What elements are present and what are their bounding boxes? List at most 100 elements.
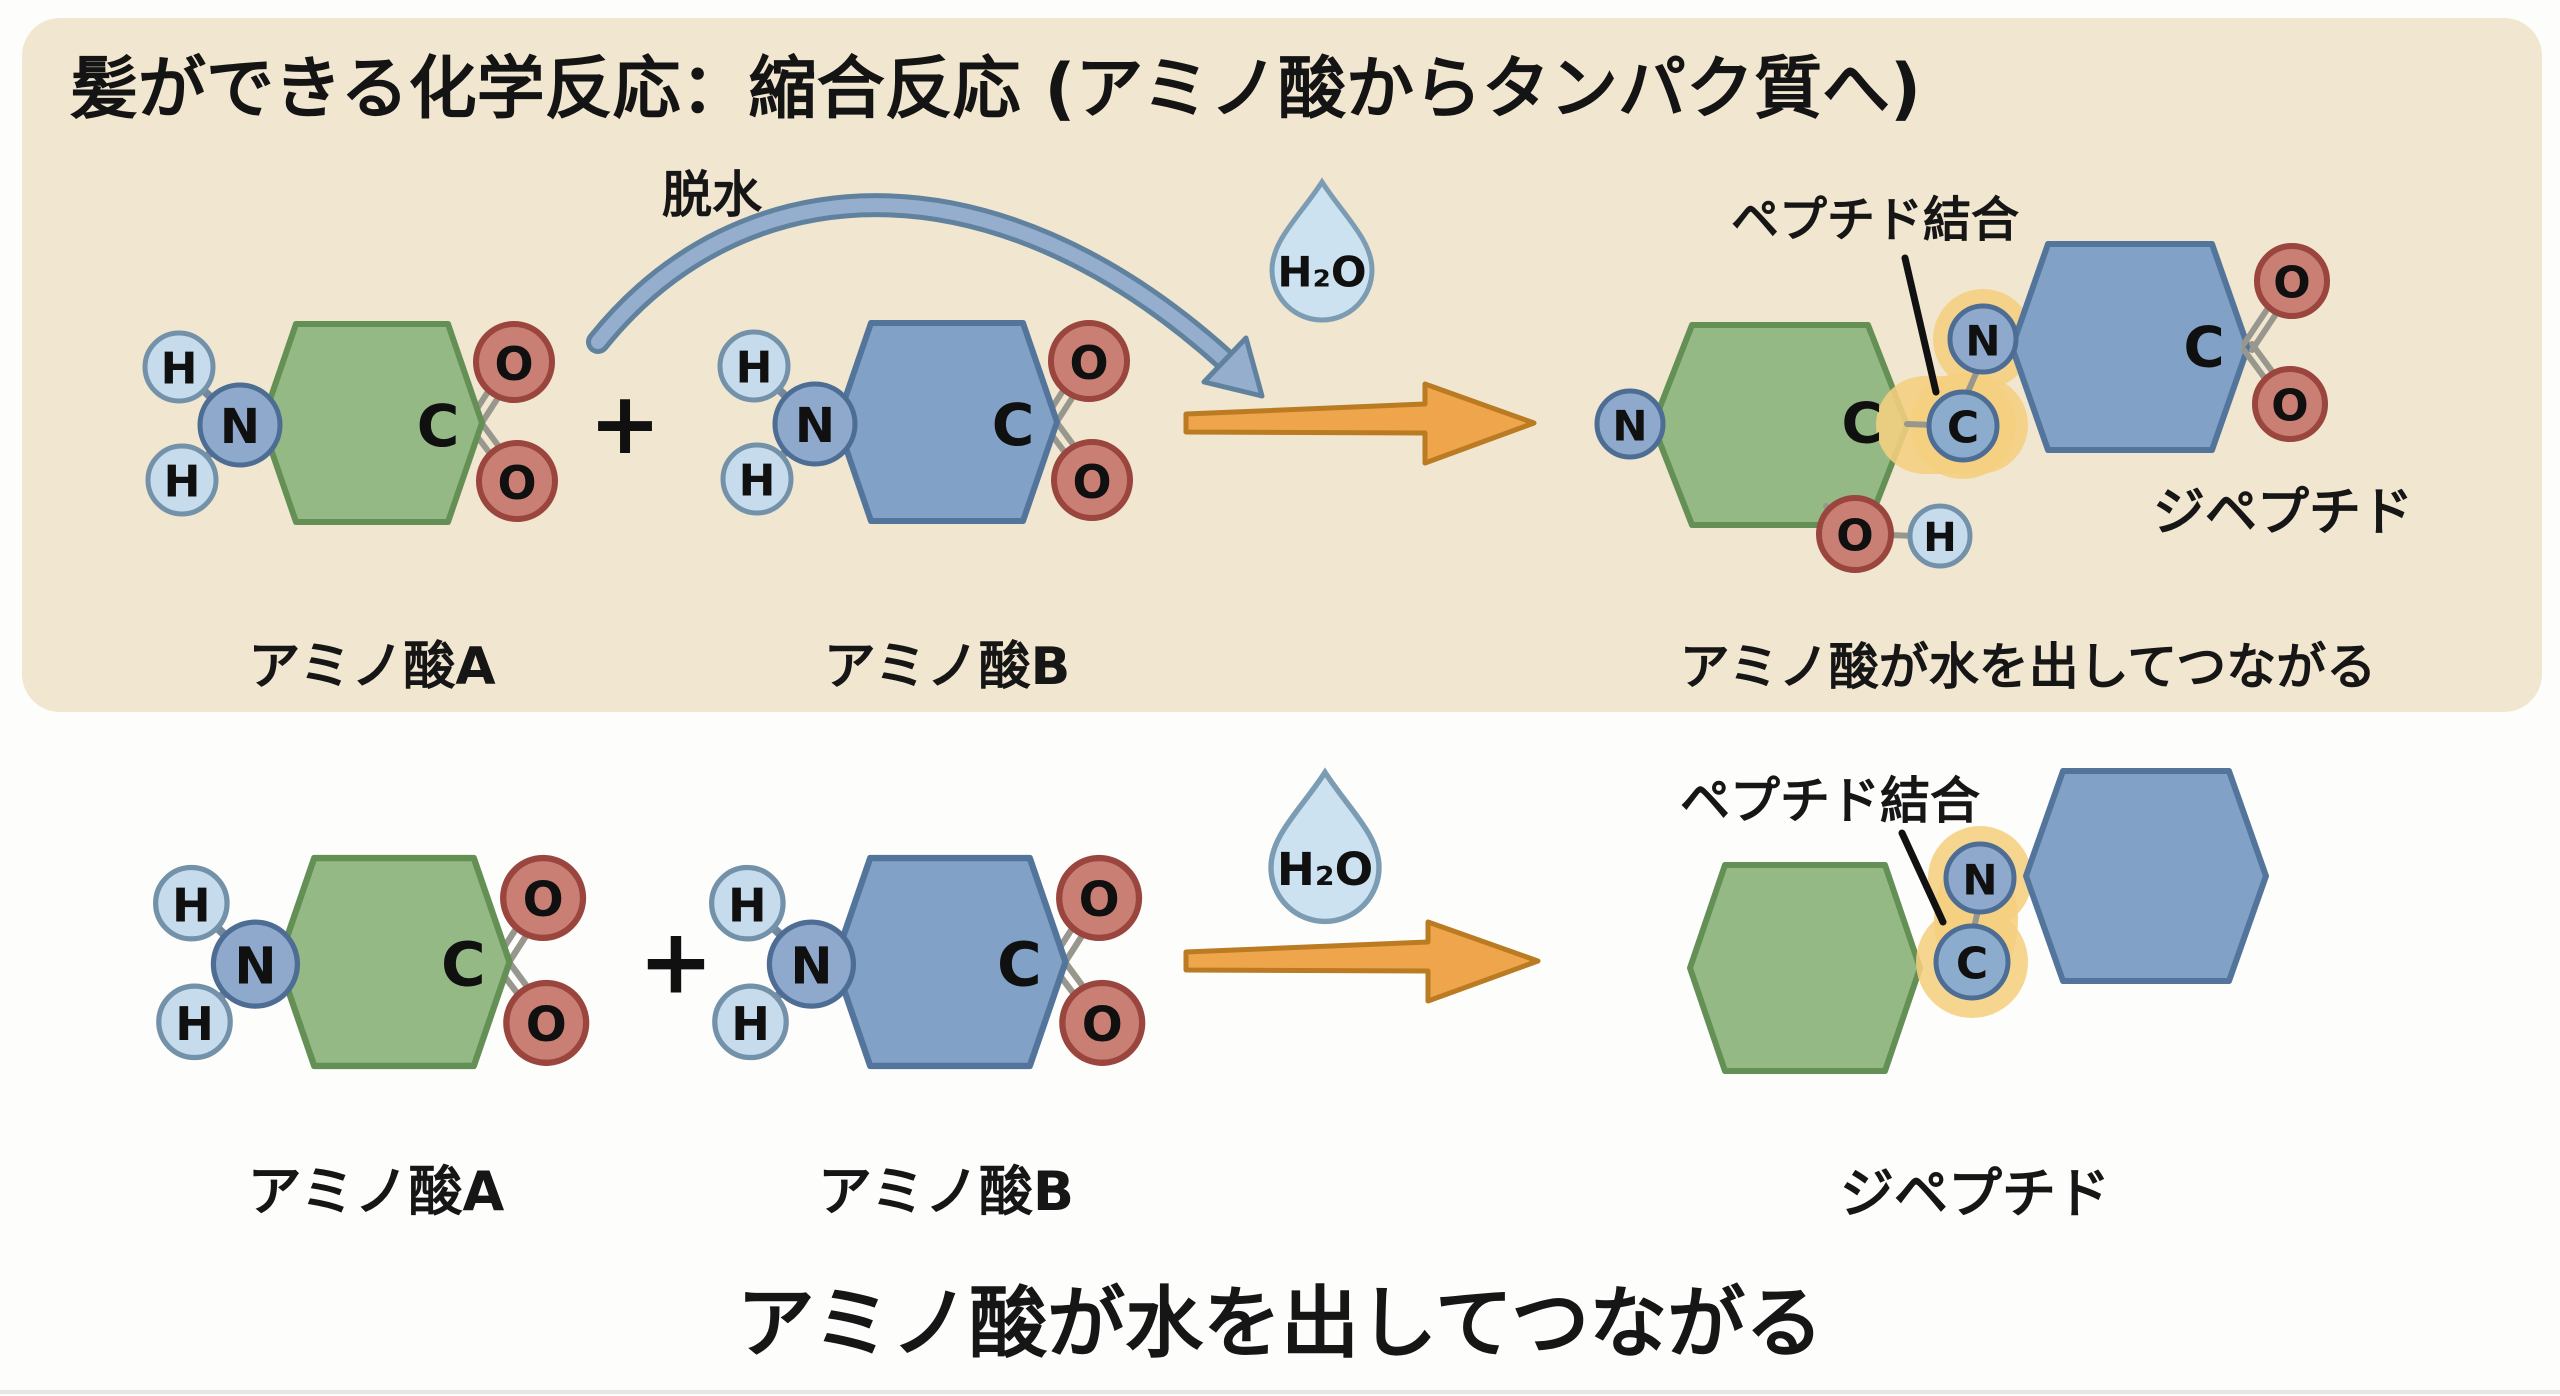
atom-hydrogen: [712, 983, 789, 1061]
atom-label-oxygen: O: [1082, 997, 1123, 1053]
atom-hydrogen: [145, 443, 219, 517]
atom-label-nitrogen: N: [1965, 317, 2000, 366]
peptide-bond-label-row2: ペプチド結合: [1680, 772, 1980, 830]
page-title: 髪ができる化学反応：縮合反応 (アミノ酸からタンパク質へ): [70, 50, 1921, 129]
atom-label-nitrogen: N: [220, 399, 260, 455]
atom-nitrogen: [1594, 388, 1666, 460]
atom-hydrogen: [709, 864, 786, 942]
atom-oxygen: [500, 854, 587, 942]
atom-label-nitrogen: N: [1962, 856, 1997, 905]
hexagon-body-blue: [2009, 241, 2251, 453]
atom-label-nitrogen: N: [1612, 402, 1647, 451]
atom-nitrogen: [1947, 303, 2019, 375]
amino-acid-b-row2: C N H H O O: [709, 854, 1146, 1070]
atom-label-nitrogen: N: [234, 937, 276, 996]
hexagon-body-green: [259, 321, 485, 525]
atom-oxygen: [1051, 439, 1133, 521]
hexagon-body-blue: [2023, 768, 2269, 984]
atom-oxygen: [2254, 243, 2330, 319]
hexagon-body-blue: [831, 854, 1069, 1070]
bottom-caption: アミノ酸が水を出してつながる: [737, 1279, 1824, 1369]
peptide-bond-pointer: [1898, 829, 1947, 926]
atom-label-carbon: C: [441, 930, 486, 1001]
peptide-bond-pointer: [1901, 254, 1940, 396]
water-droplet-row2: H₂O: [1268, 767, 1382, 925]
atom-label-hydrogen: H: [731, 997, 770, 1051]
water-formula: H₂O: [1277, 248, 1366, 297]
amino-acid-a-row2: C N H H O O: [153, 854, 590, 1070]
atom-label-nitrogen: N: [790, 937, 832, 996]
hexagon-body-green: [275, 854, 513, 1070]
atom-nitrogen: [772, 381, 858, 467]
atom-label-oxygen: O: [1836, 511, 1873, 562]
dehydration-arc-arrow: [586, 193, 1265, 399]
bottom-edge-line: [0, 1390, 2560, 1394]
atom-oxygen: [1816, 495, 1894, 573]
caption-dipeptide-row2: ジペプチド: [1840, 1162, 2110, 1225]
caption-amino-a-row2: アミノ酸A: [248, 1160, 505, 1223]
atom-label-carbon: C: [1841, 392, 1882, 457]
atom-hydrogen: [1907, 503, 1973, 569]
atom-label-hydrogen: H: [1923, 515, 1956, 561]
atom-label-oxygen: O: [1069, 336, 1108, 390]
reaction-arrow-row2: [1183, 919, 1541, 1004]
atom-label-carbon: C: [417, 392, 460, 460]
atom-label-carbon: C: [997, 930, 1042, 1001]
atom-nitrogen: [1943, 841, 2017, 915]
droplet-shape: [1268, 767, 1382, 925]
atom-nitrogen: [766, 919, 857, 1009]
atom-oxygen: [1048, 320, 1130, 402]
atom-label-hydrogen: H: [739, 456, 776, 507]
atom-label-carbon: C: [2183, 316, 2224, 381]
atom-label-hydrogen: H: [161, 344, 198, 395]
caption-condensation-row1: アミノ酸が水を出してつながる: [1680, 638, 2377, 696]
atom-hydrogen: [720, 442, 794, 516]
dipeptide-row1: N C C N O H C O O ペプチド結合 ジペプチド: [1594, 192, 2413, 573]
plus-sign-row1: +: [589, 374, 661, 474]
atom-oxygen: [2252, 366, 2328, 442]
atom-oxygen: [503, 979, 590, 1066]
atom-label-carbon: C: [1947, 403, 1979, 454]
water-droplet-row1: H₂O: [1269, 177, 1375, 323]
atom-label-nitrogen: N: [795, 398, 835, 454]
atom-label-hydrogen: H: [175, 997, 214, 1051]
atom-label-oxygen: O: [494, 337, 533, 391]
atom-label-oxygen: O: [2273, 258, 2310, 309]
atom-carbon: [1933, 923, 2011, 1001]
atom-hydrogen: [156, 983, 233, 1061]
dipeptide-row2: N C ペプチド結合: [1680, 768, 2269, 1074]
hexagon-body-green: [1687, 862, 1923, 1074]
arc-arrow-body: [591, 198, 1232, 367]
atom-oxygen: [1059, 979, 1146, 1066]
reaction-arrow-row1: [1183, 381, 1537, 466]
atom-oxygen: [1056, 854, 1143, 942]
atom-label-carbon: C: [1956, 939, 1988, 990]
dipeptide-label-row1: ジペプチド: [2153, 483, 2413, 543]
atom-label-oxygen: O: [2271, 381, 2308, 432]
atom-label-hydrogen: H: [728, 878, 767, 932]
peptide-bond-label-row1: ペプチド結合: [1731, 192, 2019, 248]
droplet-shape: [1269, 177, 1375, 323]
atom-label-oxygen: O: [1072, 455, 1111, 509]
atom-label-hydrogen: H: [172, 878, 211, 932]
atom-label-oxygen: O: [497, 456, 536, 510]
caption-amino-a-row1: アミノ酸A: [248, 637, 495, 697]
caption-amino-b-row2: アミノ酸B: [818, 1160, 1074, 1223]
plus-sign-row2: +: [638, 910, 713, 1015]
atom-hydrogen: [153, 864, 230, 942]
hexagon-body-blue: [834, 320, 1060, 524]
arc-arrowhead: [1201, 335, 1265, 399]
atom-nitrogen: [210, 919, 301, 1009]
atom-nitrogen: [197, 382, 283, 468]
atom-oxygen: [473, 321, 555, 403]
amino-acid-b-row1: C N H H O O: [717, 320, 1133, 524]
amino-acid-a-row1: C N H H O O: [142, 321, 558, 525]
atom-label-hydrogen: H: [164, 457, 201, 508]
atom-label-carbon: C: [992, 391, 1035, 459]
atom-hydrogen: [717, 329, 791, 403]
dehydration-label: 脱水: [662, 166, 763, 224]
atom-label-oxygen: O: [523, 872, 564, 928]
water-formula: H₂O: [1277, 843, 1373, 896]
